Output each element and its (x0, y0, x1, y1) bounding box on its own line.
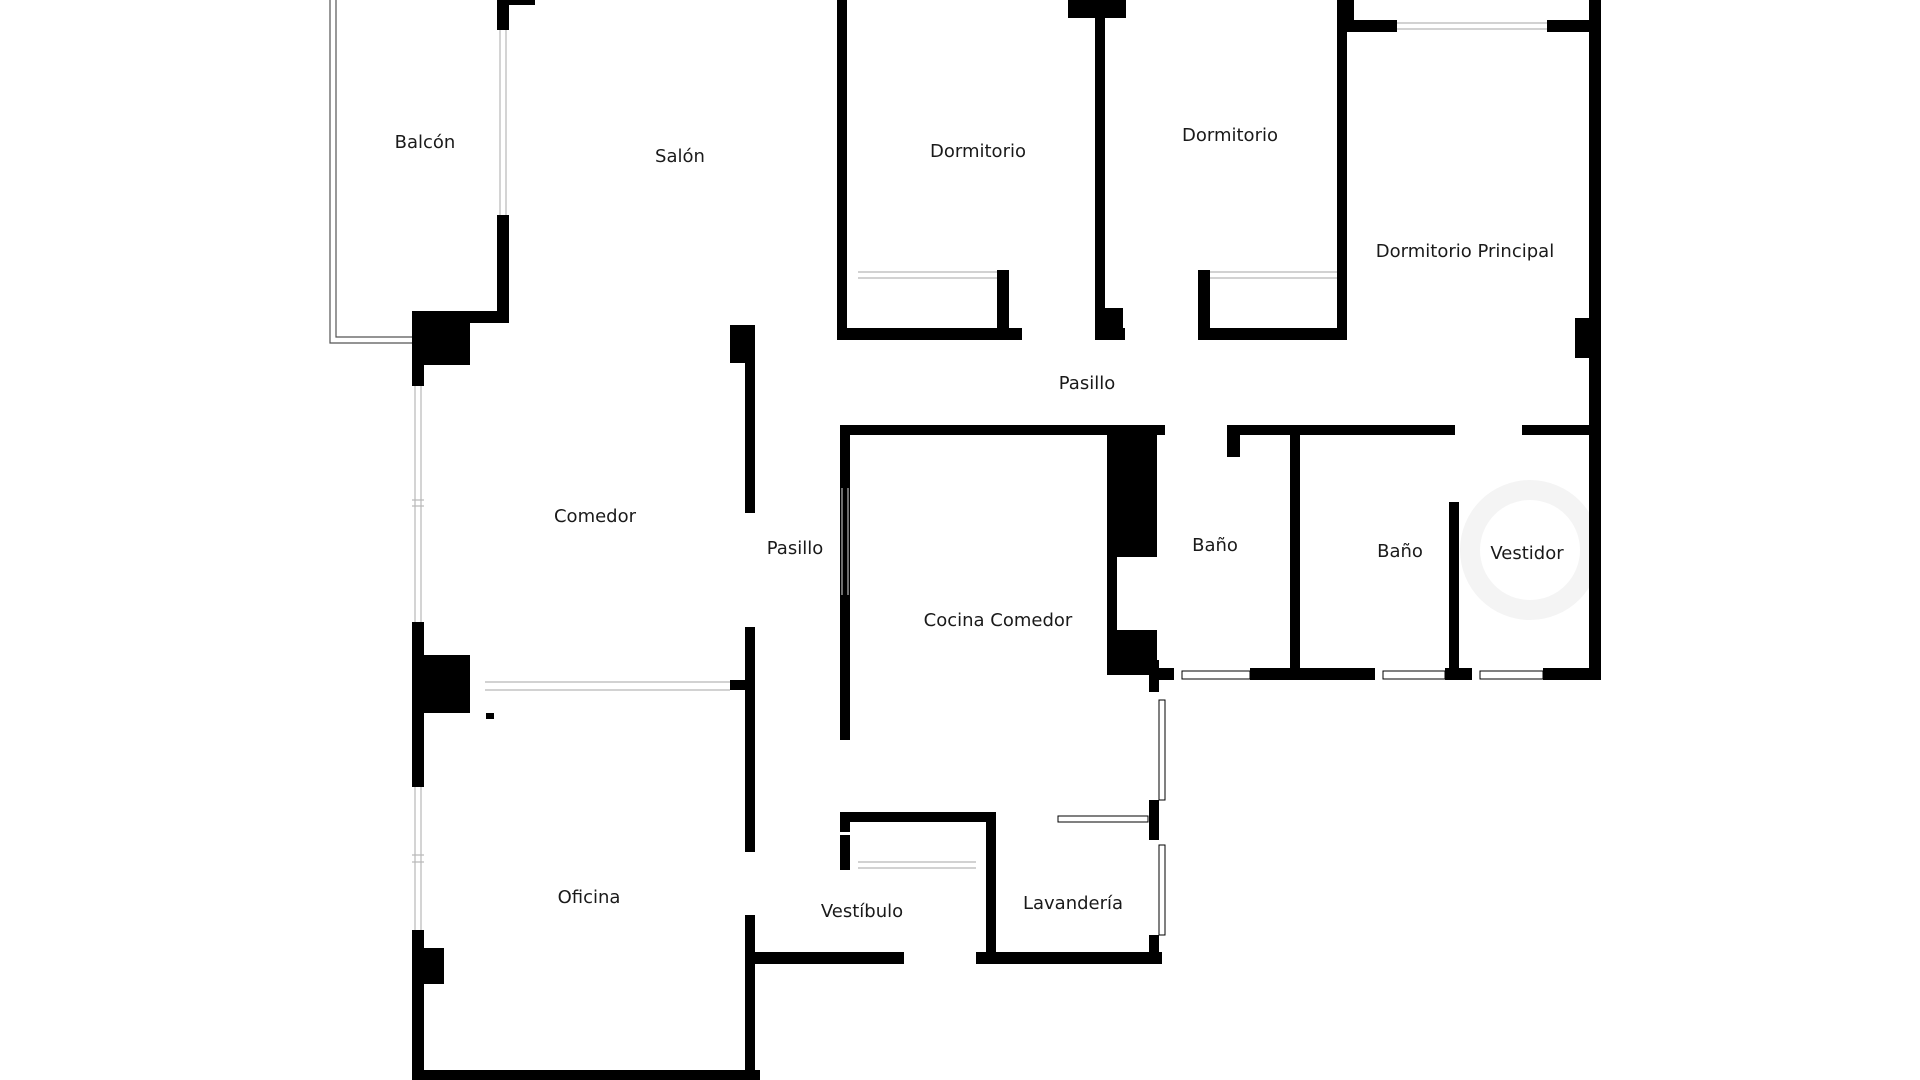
balcony-railing (329, 0, 415, 344)
wall (1149, 800, 1159, 840)
wall (497, 0, 535, 5)
wall (1575, 318, 1597, 358)
room-label-comedor: Comedor (554, 506, 637, 527)
windows (412, 20, 1547, 936)
wall (837, 270, 847, 280)
wall (986, 812, 996, 964)
wall (412, 1070, 760, 1080)
room-label-dormitorio-2: Dormitorio (1182, 125, 1278, 146)
wall (412, 948, 444, 984)
wall (840, 835, 850, 870)
room-label-lavanderia: Lavandería (1023, 893, 1123, 914)
wall (1250, 668, 1375, 680)
room-label-pasillo-vertical: Pasillo (767, 538, 823, 559)
wall (1107, 425, 1117, 675)
wall (840, 812, 995, 822)
wall (497, 0, 509, 30)
wall (1347, 0, 1354, 28)
room-label-dormitorio-1: Dormitorio (930, 141, 1026, 162)
room-label-cocina-comedor: Cocina Comedor (924, 610, 1073, 631)
wall (1095, 0, 1105, 340)
wall (1149, 668, 1174, 680)
wall (752, 952, 904, 964)
wall (497, 215, 509, 323)
wall (1347, 20, 1397, 32)
wall (1522, 425, 1601, 435)
wall (837, 328, 1022, 340)
wall (1449, 502, 1459, 680)
room-label-bano-1: Baño (1192, 535, 1238, 556)
wall (1543, 668, 1601, 680)
room-label-vestidor: Vestidor (1490, 543, 1564, 564)
room-labels: Balcón Salón Dormitorio Dormitorio Dormi… (395, 125, 1565, 922)
room-label-pasillo-horizontal: Pasillo (1059, 373, 1115, 394)
wall (1547, 20, 1601, 32)
wall (837, 0, 847, 340)
wall (840, 425, 1165, 435)
wall (1290, 425, 1300, 680)
wall (412, 655, 470, 713)
wall (1198, 270, 1210, 340)
wall (745, 627, 755, 852)
wall (486, 713, 494, 719)
room-label-bano-2: Baño (1377, 541, 1423, 562)
watermark (1460, 480, 1600, 620)
wall (745, 325, 755, 513)
wall (412, 311, 424, 386)
wall (1227, 425, 1294, 435)
room-label-oficina: Oficina (558, 887, 621, 908)
room-label-dormitorio-principal: Dormitorio Principal (1376, 241, 1554, 262)
wall (1095, 328, 1125, 340)
wall (976, 952, 1162, 964)
wall (1290, 425, 1455, 435)
wall (745, 915, 755, 1080)
room-label-vestibulo: Vestíbulo (821, 901, 903, 922)
wall (997, 270, 1009, 340)
walls (412, 0, 1601, 1080)
wall (1227, 425, 1240, 457)
room-label-salon: Salón (655, 146, 705, 167)
wall (730, 680, 755, 690)
wall (1107, 630, 1157, 675)
wall (1198, 328, 1344, 340)
wall (1337, 0, 1347, 340)
room-label-balcon: Balcón (395, 132, 456, 153)
wall (840, 425, 850, 740)
wall (1149, 935, 1159, 964)
